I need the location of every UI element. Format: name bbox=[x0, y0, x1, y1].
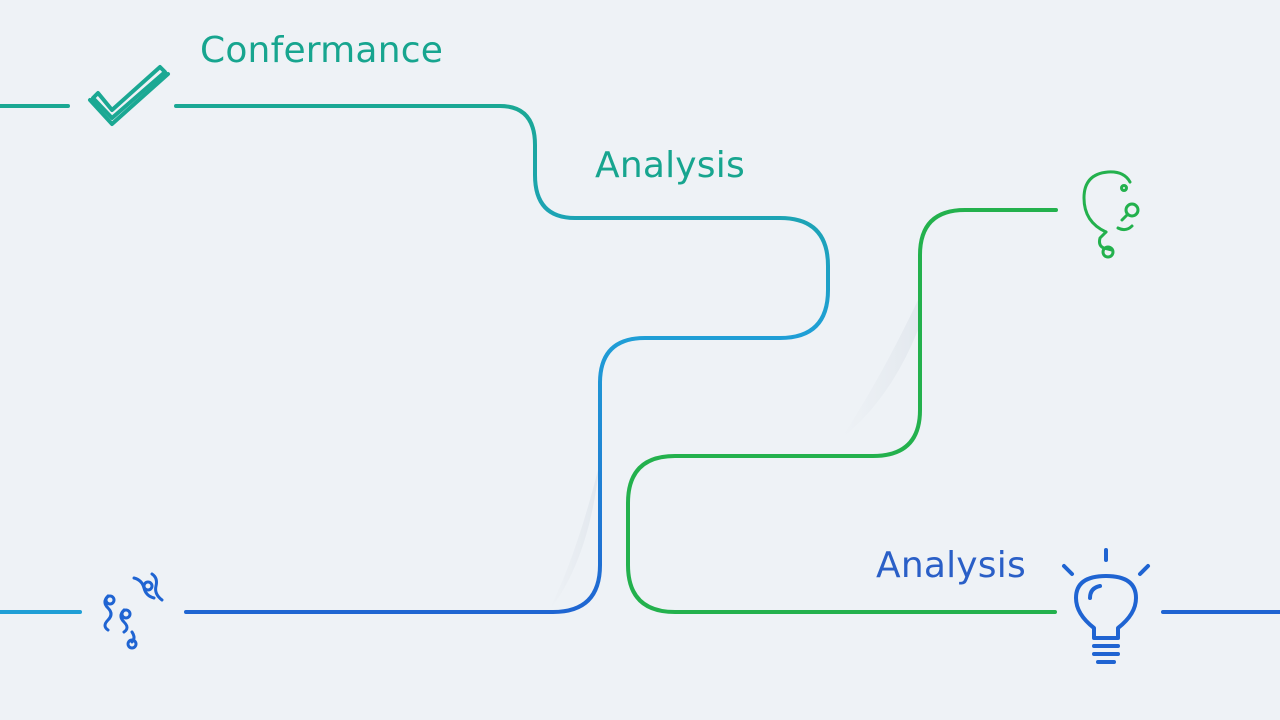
checkmark-icon bbox=[88, 65, 170, 126]
head-idea-icon bbox=[1082, 170, 1140, 259]
analysis-mid-label: Analysis bbox=[595, 145, 745, 186]
green-flow-path bbox=[626, 208, 1058, 614]
analysis-bottom-label: Analysis bbox=[876, 545, 1026, 586]
lightbulb-icon bbox=[1062, 548, 1150, 664]
confermance-label: Confermance bbox=[200, 30, 444, 71]
main-flow-path bbox=[174, 104, 830, 614]
ribbon-shadow bbox=[548, 460, 600, 612]
ribbon-shadow-right bbox=[840, 300, 918, 440]
squiggle-icon bbox=[103, 572, 164, 650]
